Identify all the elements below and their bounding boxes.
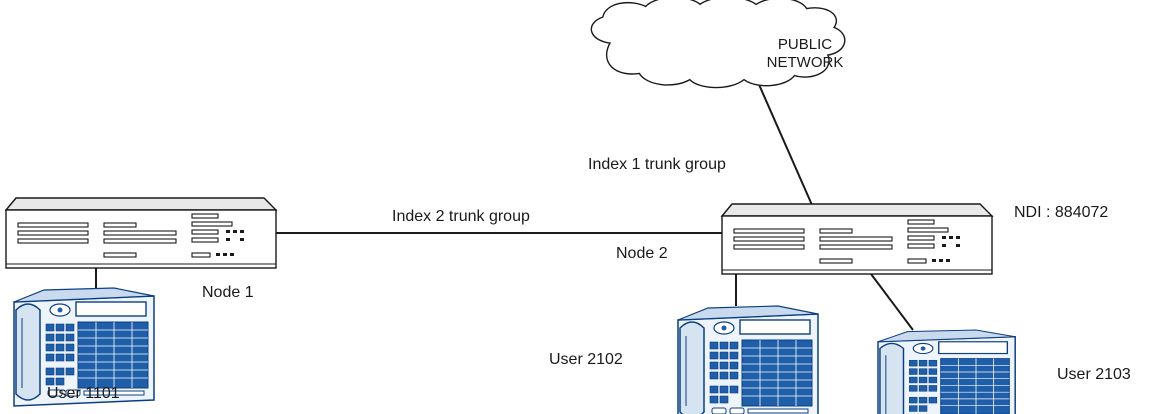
index1-trunk-group-label: Index 1 trunk group xyxy=(588,156,726,173)
cloud-label-line2: NETWORK xyxy=(766,54,844,71)
index2-trunk-group-label: Index 2 trunk group xyxy=(392,208,530,225)
ndi-label: NDI : 884072 xyxy=(1014,204,1109,221)
public-network-label: PUBLIC NETWORK xyxy=(700,36,910,72)
phone-user-2102 xyxy=(677,305,819,414)
node1-label: Node 1 xyxy=(202,284,254,301)
cloud-label-line1: PUBLIC xyxy=(777,36,833,53)
phone-user-2103 xyxy=(877,329,1016,414)
node2-label: Node 2 xyxy=(616,245,668,262)
pbx-node-2 xyxy=(721,203,993,275)
trunk-line-index1 xyxy=(756,79,813,206)
pbx-node-1 xyxy=(5,197,277,269)
public-network-cloud xyxy=(590,0,846,89)
user-2102-label: User 2102 xyxy=(549,351,623,368)
user-1101-label: User 1101 xyxy=(47,385,120,402)
user-2103-label: User 2103 xyxy=(1057,366,1131,383)
link-node2-user2103 xyxy=(867,269,914,331)
